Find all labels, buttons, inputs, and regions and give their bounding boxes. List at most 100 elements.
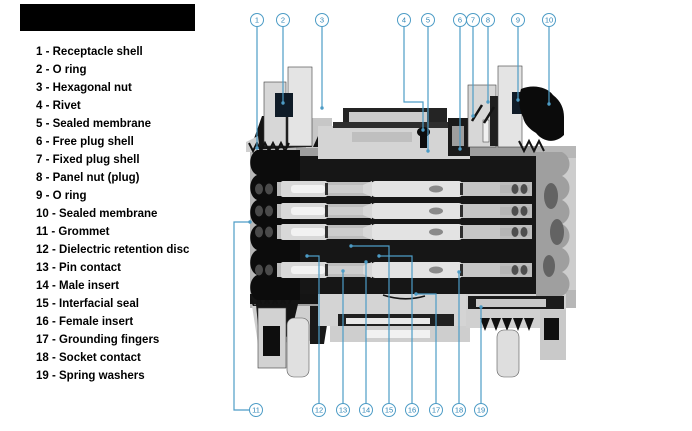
parts-list-item: 8 - Panel nut (plug) (36, 172, 140, 184)
callout-12-dielectric-retention-disc: 12 (305, 254, 326, 417)
callout-number-16: 16 (408, 406, 416, 415)
parts-list-item: 1 - Receptacle shell (36, 46, 143, 58)
thread-hatch (470, 104, 496, 124)
parts-list-item: 9 - O ring (36, 190, 87, 202)
callout-number-11: 11 (252, 406, 260, 415)
leader-dot-16 (377, 254, 381, 258)
leader-dot-9 (516, 98, 520, 102)
callout-bubble-7 (466, 13, 480, 27)
callout-bubble-5 (421, 13, 435, 27)
callout-bubble-19 (474, 403, 488, 417)
sealed-membrane-right (519, 86, 564, 141)
callout-16-female-insert: 16 (377, 254, 419, 417)
logo-redacted-bar (20, 4, 195, 31)
callout-bubble-1 (250, 13, 264, 27)
parts-list: 1 - Receptacle shell 2 - O ring 3 - Hexa… (36, 43, 189, 385)
callout-bubble-4 (397, 13, 411, 27)
callout-number-15: 15 (385, 406, 393, 415)
callout-number-9: 9 (516, 16, 520, 25)
callout-1-receptacle-shell: 1 (250, 13, 264, 150)
leader-dot-14 (364, 260, 368, 264)
callout-4-rivet: 4 (397, 13, 425, 132)
leader-dot-7 (471, 114, 475, 118)
leader-dot-17 (414, 292, 418, 296)
leader-dot-1 (255, 146, 259, 150)
callout-number-8: 8 (486, 16, 490, 25)
parts-list-item: 16 - Female insert (36, 316, 134, 328)
parts-list-item: 12 - Dielectric retention disc (36, 244, 190, 256)
parts-list-item: 2 - O ring (36, 64, 87, 76)
callout-bubble-17 (429, 403, 443, 417)
callout-bubble-8 (481, 13, 495, 27)
callout-number-5: 5 (426, 16, 430, 25)
plug-shells-bottom (318, 294, 486, 342)
leader-dot-3 (320, 106, 324, 110)
leader-dot-5 (426, 149, 430, 153)
parts-list-item: 17 - Grounding fingers (36, 334, 160, 346)
parts-list-item: 3 - Hexagonal nut (36, 82, 132, 94)
callout-number-6: 6 (458, 16, 462, 25)
callout-18-socket-contact: 18 (452, 270, 466, 417)
callout-17-grounding-fingers: 17 (414, 292, 443, 417)
grounding-fingers-leaf (382, 294, 426, 300)
callout-number-18: 18 (455, 406, 463, 415)
parts-list-item: 4 - Rivet (36, 100, 81, 112)
parts-list-item: 18 - Socket contact (36, 352, 141, 364)
callout-bubble-3 (315, 13, 329, 27)
leader-dot-10 (547, 102, 551, 106)
leader-dot-11 (248, 220, 252, 224)
callout-19-spring-washers: 19 (474, 305, 488, 417)
callout-bubble-15 (382, 403, 396, 417)
callout-number-3: 3 (320, 16, 324, 25)
parts-list-item: 6 - Free plug shell (36, 136, 134, 148)
leader-line-16 (379, 255, 413, 404)
leader-dot-18 (457, 270, 461, 274)
callout-number-2: 2 (281, 16, 285, 25)
callout-number-7: 7 (471, 16, 475, 25)
callout-bubble-11 (249, 403, 263, 417)
leader-dot-8 (486, 100, 490, 104)
callout-14-male-insert: 14 (359, 260, 373, 417)
rivet-head (417, 127, 430, 137)
parts-list-item: 11 - Grommet (36, 226, 110, 238)
parts-list-item: 13 - Pin contact (36, 262, 121, 274)
leader-dot-13 (341, 269, 345, 273)
callout-3-hexagonal-nut: 3 (315, 13, 329, 110)
parts-list-item: 15 - Interfacial seal (36, 298, 139, 310)
callout-bubble-2 (276, 13, 290, 27)
callout-11-grommet: 11 (233, 220, 263, 417)
callout-bubble-18 (452, 403, 466, 417)
callout-number-1: 1 (255, 16, 259, 25)
parts-list-item: 14 - Male insert (36, 280, 120, 292)
parts-list-item: 5 - Sealed membrane (36, 118, 152, 130)
o-ring-groove-left (275, 93, 293, 117)
leader-dot-6 (458, 147, 462, 151)
callout-2-o-ring: 2 (276, 13, 290, 105)
leader-dot-15 (349, 244, 353, 248)
leader-dot-4 (421, 128, 425, 132)
callout-bubble-9 (511, 13, 525, 27)
callout-number-4: 4 (402, 16, 406, 25)
leader-line-15 (351, 245, 390, 404)
callout-bubble-12 (312, 403, 326, 417)
leader-dot-2 (281, 101, 285, 105)
callout-number-17: 17 (432, 406, 440, 415)
callout-bubble-10 (542, 13, 556, 27)
contact-rows (277, 181, 532, 278)
receptacle-hex-nut-top (246, 66, 334, 154)
callout-9-o-ring: 9 (511, 13, 525, 102)
callout-8-panel-nut-plug-: 8 (481, 13, 495, 104)
leader-line-4 (403, 26, 424, 130)
leader-dot-19 (479, 305, 483, 309)
callout-7-fixed-plug-shell: 7 (466, 13, 480, 118)
leader-line-17 (416, 293, 437, 404)
callout-number-12: 12 (315, 406, 323, 415)
parts-list-item: 7 - Fixed plug shell (36, 154, 140, 166)
callout-number-13: 13 (339, 406, 347, 415)
callout-number-14: 14 (362, 406, 370, 415)
callout-13-pin-contact: 13 (336, 269, 350, 417)
rear-seal-scallops (536, 152, 570, 296)
callout-bubble-13 (336, 403, 350, 417)
